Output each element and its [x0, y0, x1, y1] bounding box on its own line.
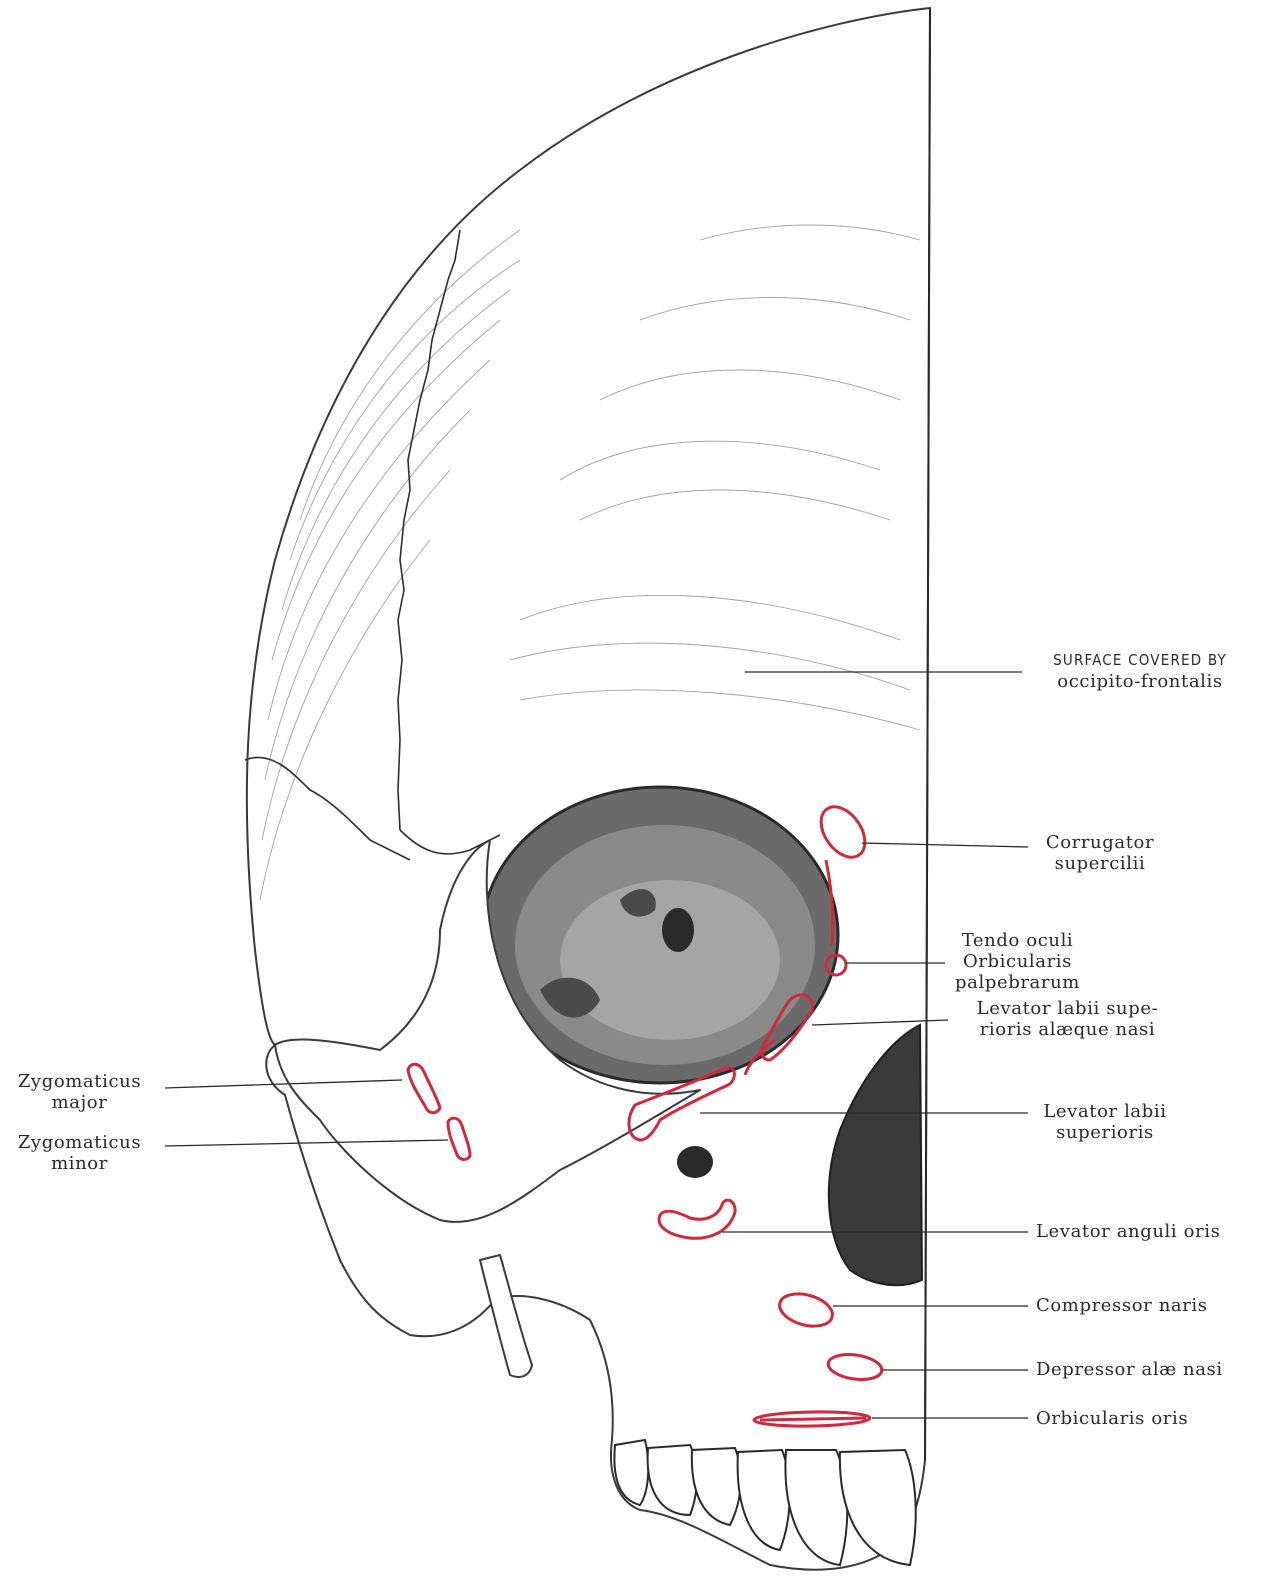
tendo-oculi-attachment: [824, 953, 848, 977]
label-levator-labii-line2: superioris: [1056, 1122, 1154, 1143]
label-zygomaticus-major-line1: Zygomaticus: [17, 1071, 142, 1092]
leader-zygomaticus-major: [164, 1079, 403, 1089]
zygomatic-bone: [274, 839, 701, 1223]
coronal-suture: [397, 229, 461, 831]
label-depressor-alae: Depressor alæ nasi: [1036, 1359, 1223, 1380]
label-depressor-alae-line1: Depressor alæ nasi: [1036, 1359, 1223, 1380]
label-levator-alaeque-line2: rioris alæque nasi: [979, 1019, 1156, 1040]
label-compressor-naris-line1: Compressor naris: [1036, 1295, 1208, 1316]
infraorbital-foramen: [677, 1146, 713, 1178]
label-tendo-oculi: Tendo oculi Orbicularis palpebrarum: [945, 930, 1090, 993]
label-corrugator-line2: supercilii: [1054, 853, 1146, 874]
leader-lines: [164, 671, 1029, 1419]
nasal-aperture: [827, 1023, 924, 1287]
label-levator-alaeque-line1: Levator labii supe-: [976, 998, 1159, 1019]
teeth: [613, 1438, 917, 1567]
label-tendo-oculi-line2: Orbicularis: [962, 951, 1072, 972]
label-zygomaticus-major-line2: major: [51, 1092, 108, 1113]
label-zygomaticus-major: Zygomaticus major: [2, 1071, 157, 1113]
label-occipito-frontalis-line2: occipito-frontalis: [1057, 671, 1223, 692]
leader-levator-alaeque: [811, 1019, 949, 1026]
label-compressor-naris: Compressor naris: [1036, 1295, 1208, 1316]
levator-alaeque-attachment: [760, 993, 814, 1062]
depressor-alae-attachment: [826, 1353, 884, 1381]
leader-corrugator: [861, 842, 1029, 848]
label-tendo-oculi-line1: Tendo oculi: [961, 930, 1074, 951]
skull-outline: [245, 7, 931, 1571]
zygomaticus-minor-attachment: [446, 1116, 472, 1161]
label-levator-alaeque: Levator labii supe- rioris alæque nasi: [950, 998, 1185, 1040]
compressor-naris-attachment: [778, 1292, 834, 1328]
leader-zygomaticus-minor: [164, 1139, 449, 1147]
midline: [924, 7, 931, 1461]
label-levator-anguli: Levator anguli oris: [1036, 1221, 1220, 1242]
orbicularis-oris-attachment: [752, 1410, 872, 1428]
label-zygomaticus-minor-line2: minor: [51, 1153, 108, 1174]
label-orbicularis-oris-line1: Orbicularis oris: [1036, 1408, 1189, 1429]
temporal-suture: [244, 756, 411, 861]
label-levator-labii-line1: Levator labii: [1043, 1101, 1167, 1122]
label-tendo-oculi-line3: palpebrarum: [955, 972, 1080, 993]
label-levator-anguli-line1: Levator anguli oris: [1036, 1221, 1221, 1242]
corrugator-attachment: [819, 805, 867, 859]
label-zygomaticus-minor-line1: Zygomaticus: [17, 1132, 142, 1153]
orbicularis-palpebrarum-attachment: [824, 859, 835, 946]
pterygoid-process: [479, 1254, 533, 1378]
cranium-shading: [259, 224, 921, 901]
label-occipito-frontalis-line1: SURFACE COVERED BY: [1053, 651, 1227, 669]
zygomaticus-major-attachment: [406, 1062, 442, 1115]
label-levator-labii: Levator labii superioris: [1030, 1101, 1180, 1143]
label-occipito-frontalis: SURFACE COVERED BY occipito-frontalis: [1030, 650, 1250, 692]
muscle-attachments: [406, 805, 884, 1428]
label-corrugator-line1: Corrugator: [1045, 832, 1155, 853]
label-corrugator: Corrugator supercilii: [1030, 832, 1170, 874]
levator-anguli-attachment: [657, 1198, 737, 1240]
label-zygomaticus-minor: Zygomaticus minor: [2, 1132, 157, 1174]
levator-labii-attachment: [627, 1066, 736, 1142]
label-orbicularis-oris: Orbicularis oris: [1036, 1408, 1188, 1429]
